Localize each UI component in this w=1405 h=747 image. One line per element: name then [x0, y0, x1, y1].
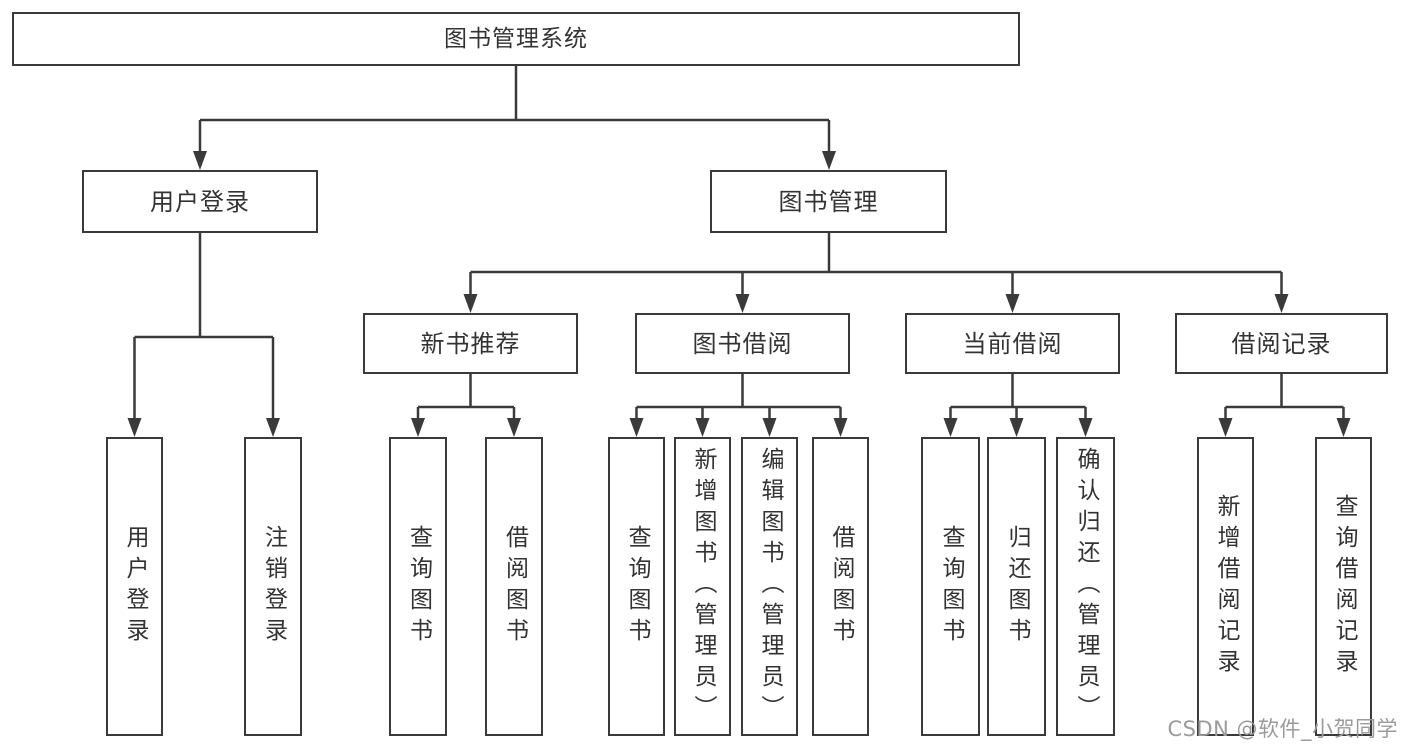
leaf-add-books-admin: 新增图书（管理员）	[674, 437, 731, 736]
node-library-management-system: 图书管理系统	[12, 12, 1020, 66]
leaf-borrow-books: 借阅图书	[812, 437, 869, 736]
node-new-book-recommend: 新书推荐	[363, 313, 578, 374]
csdn-watermark: CSDN @软件_小贺同学	[1167, 717, 1398, 741]
node-user-login: 用户登录	[82, 170, 318, 233]
leaf-return-books: 归还图书	[987, 437, 1046, 736]
leaf-query-books-recommend: 查询图书	[389, 437, 447, 736]
leaf-edit-books-admin: 编辑图书（管理员）	[741, 437, 798, 736]
leaf-confirm-return-admin: 确认归还（管理员）	[1056, 437, 1115, 736]
leaf-query-books-current: 查询图书	[921, 437, 980, 736]
node-book-borrow: 图书借阅	[635, 313, 850, 374]
node-current-borrow: 当前借阅	[905, 313, 1120, 374]
leaf-query-books-borrow: 查询图书	[608, 437, 665, 736]
node-borrow-record: 借阅记录	[1175, 313, 1388, 374]
arrowheads	[127, 151, 1351, 437]
leaf-user-login: 用户登录	[106, 437, 163, 736]
node-book-management: 图书管理	[710, 170, 947, 233]
leaf-logout: 注销登录	[244, 437, 302, 736]
leaf-add-borrow-record: 新增借阅记录	[1197, 437, 1254, 736]
leaf-borrow-books-recommend: 借阅图书	[485, 437, 543, 736]
leaf-query-borrow-record: 查询借阅记录	[1315, 437, 1372, 736]
